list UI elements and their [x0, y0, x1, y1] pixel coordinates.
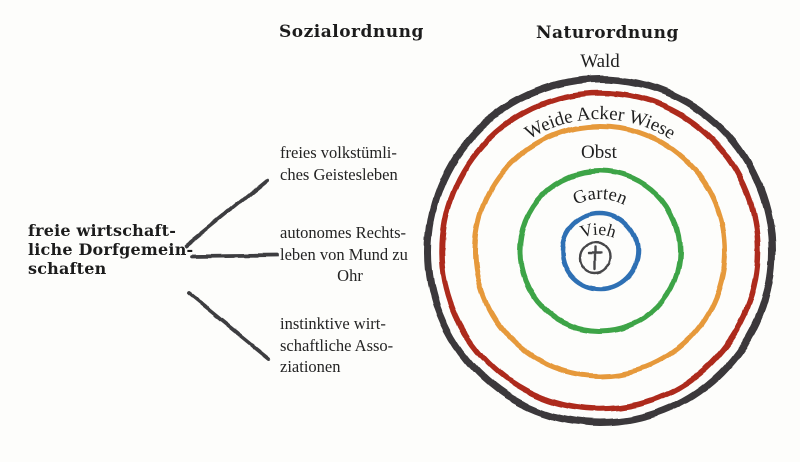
root-label-line: schaften — [28, 259, 107, 278]
social-item-line: schaftliche Asso- — [280, 335, 394, 355]
ring-weide-acker-wiese — [439, 90, 761, 412]
nature-order-header: Naturordnung — [536, 23, 679, 43]
connector-line-top — [184, 179, 268, 248]
connector-line-bottom — [187, 291, 271, 360]
social-item-line: autonomes Rechts- — [280, 223, 407, 242]
root-label-line: liche Dorfgemein- — [28, 240, 194, 259]
social-item-line: ches Geistesleben — [280, 164, 398, 184]
social-order-header: Sozialordnung — [279, 22, 424, 42]
ring-label-wald: Wald — [580, 51, 620, 72]
ring-garten — [517, 168, 683, 334]
svg-text:Garten: Garten — [570, 184, 630, 209]
ring-obst — [472, 123, 728, 379]
social-item-line: ziationen — [280, 357, 341, 376]
social-item-line: leben von Mund zu — [280, 244, 408, 264]
ring-wald — [424, 75, 776, 427]
root-label: freie wirtschaft- liche Dorfgemein- scha… — [28, 221, 198, 278]
social-item-rechtsleben: autonomes Rechts- leben von Mund zu Ohr — [280, 222, 420, 287]
circled-cross-icon — [578, 241, 612, 275]
connector-line-middle — [189, 253, 279, 258]
social-item-line: instinktive wirt- — [280, 314, 386, 333]
social-item-line: freies volkstümli- — [280, 143, 397, 162]
ring-vieh — [559, 210, 641, 292]
svg-text:Vieh: Vieh — [578, 219, 619, 242]
social-item-geistesleben: freies volkstümli- ches Geistesleben — [280, 142, 420, 185]
root-label-line: freie wirtschaft- — [28, 221, 177, 240]
social-item-line: Ohr — [337, 266, 363, 285]
social-item-assoziationen: instinktive wirt- schaftliche Asso- ziat… — [280, 313, 420, 378]
ring-label-vieh: Vieh — [578, 219, 619, 242]
ring-label-garten: Garten — [570, 184, 630, 209]
ring-label-obst: Obst — [581, 142, 618, 163]
